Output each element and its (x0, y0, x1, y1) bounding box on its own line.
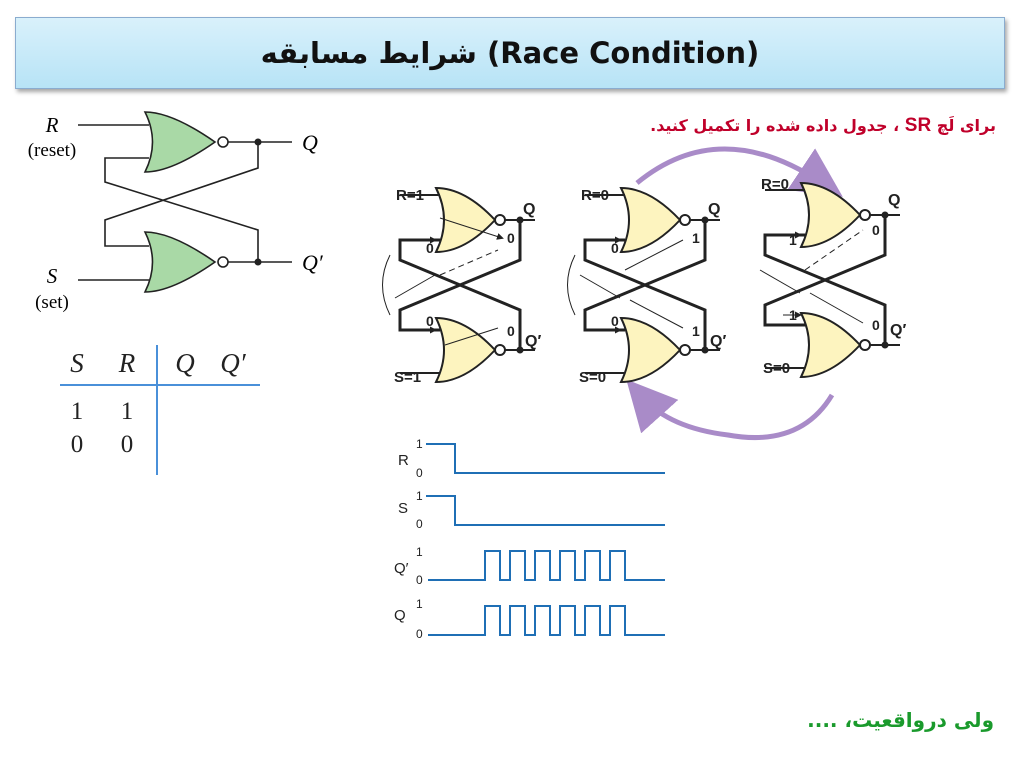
timing-diagram: R 1 0 S 1 0 Q′ 1 0 Q 1 0 (394, 437, 665, 641)
latch-3-bot-in: 1 (789, 307, 797, 323)
table-cell: 0 (71, 431, 84, 458)
latch-2-bot-out: 1 (692, 323, 700, 339)
timing-label-qn: Q′ (394, 560, 409, 577)
timing-label-s: S (398, 500, 408, 517)
latch-2-bot-in: 0 (611, 313, 619, 329)
latch-state-3: R=0 S=0 1 0 1 0 Q Q′ (759, 176, 906, 379)
latch-3-top-out: 0 (872, 222, 880, 238)
latch-2-r: R=0 (581, 187, 609, 204)
footer-text: ولی درواقعیت، .... (807, 708, 994, 732)
latch-3-top-in: 1 (789, 232, 797, 248)
latch-2-s: S=0 (579, 369, 606, 386)
latch-2-top-out: 1 (692, 230, 700, 246)
timing-qn-high: 1 (416, 545, 423, 559)
latch-r-label: R (45, 113, 59, 137)
timing-label-q: Q (394, 607, 406, 624)
latch-3-r: R=0 (761, 176, 789, 193)
timing-qn-low: 0 (416, 573, 423, 587)
latch-1-top-out: 0 (507, 230, 515, 246)
timing-s-high: 1 (416, 489, 423, 503)
latch-state-2: R=0 S=0 0 1 0 1 Q Q′ (567, 186, 726, 386)
latch-1-q: Q (523, 201, 535, 218)
page-title: شرایط مسابقه (Race Condition) (260, 36, 760, 70)
latch-1-r: R=1 (396, 187, 424, 204)
latch-3-q: Q (888, 192, 900, 209)
instruction-suffix: ، جدول داده شده را تکمیل کنید. (650, 116, 900, 135)
timing-q-low: 0 (416, 627, 423, 641)
timing-r-high: 1 (416, 437, 423, 451)
instruction-latch: SR (904, 115, 932, 136)
latch-qn-label: Q′ (302, 250, 324, 275)
latch-2-q: Q (708, 201, 720, 218)
instruction-text: برای لَچ SR ، جدول داده شده را تکمیل کنی… (650, 115, 996, 137)
latch-1-s: S=1 (394, 369, 421, 386)
textbook-sr-latch: R (reset) S (set) Q Q′ (28, 111, 324, 313)
latch-r-sub: (reset) (28, 140, 77, 161)
latch-s-sub: (set) (35, 292, 69, 313)
table-header-qn: Q′ (220, 348, 246, 378)
timing-r-low: 0 (416, 466, 423, 480)
waveform-s (426, 495, 665, 526)
transition-arrow-bottom (626, 379, 835, 440)
latch-1-top-in: 0 (426, 240, 434, 256)
latch-1-bot-out: 0 (507, 323, 515, 339)
table-header-q: Q (175, 348, 195, 378)
latch-3-bot-out: 0 (872, 317, 880, 333)
latch-2-qn: Q′ (710, 333, 726, 350)
waveform-qn (428, 550, 665, 581)
latch-1-qn: Q′ (525, 333, 541, 350)
latch-1-bot-in: 0 (426, 313, 434, 329)
timing-s-low: 0 (416, 517, 423, 531)
waveform-r (426, 443, 665, 474)
latch-3-s: S=0 (763, 360, 790, 377)
instruction-prefix: برای لَچ (936, 116, 996, 135)
table-cell: 1 (121, 398, 134, 425)
timing-q-high: 1 (416, 597, 423, 611)
latch-3-qn: Q′ (890, 322, 906, 339)
latch-2-top-in: 0 (611, 240, 619, 256)
transition-arrow-top (635, 146, 843, 197)
latch-q-label: Q (302, 130, 318, 155)
title-bar: شرایط مسابقه (Race Condition) (15, 17, 1005, 89)
table-cell: 1 (71, 398, 84, 425)
table-header-s: S (70, 348, 84, 378)
waveform-q (428, 605, 665, 636)
table-cell: 0 (121, 431, 134, 458)
table-header-r: R (118, 348, 136, 378)
latch-state-1: R=1 S=1 0 0 0 0 Q Q′ (382, 186, 541, 386)
timing-label-r: R (398, 452, 409, 469)
latch-s-label: S (47, 264, 58, 288)
truth-table: S R Q Q′ 1 1 0 0 (60, 345, 260, 475)
